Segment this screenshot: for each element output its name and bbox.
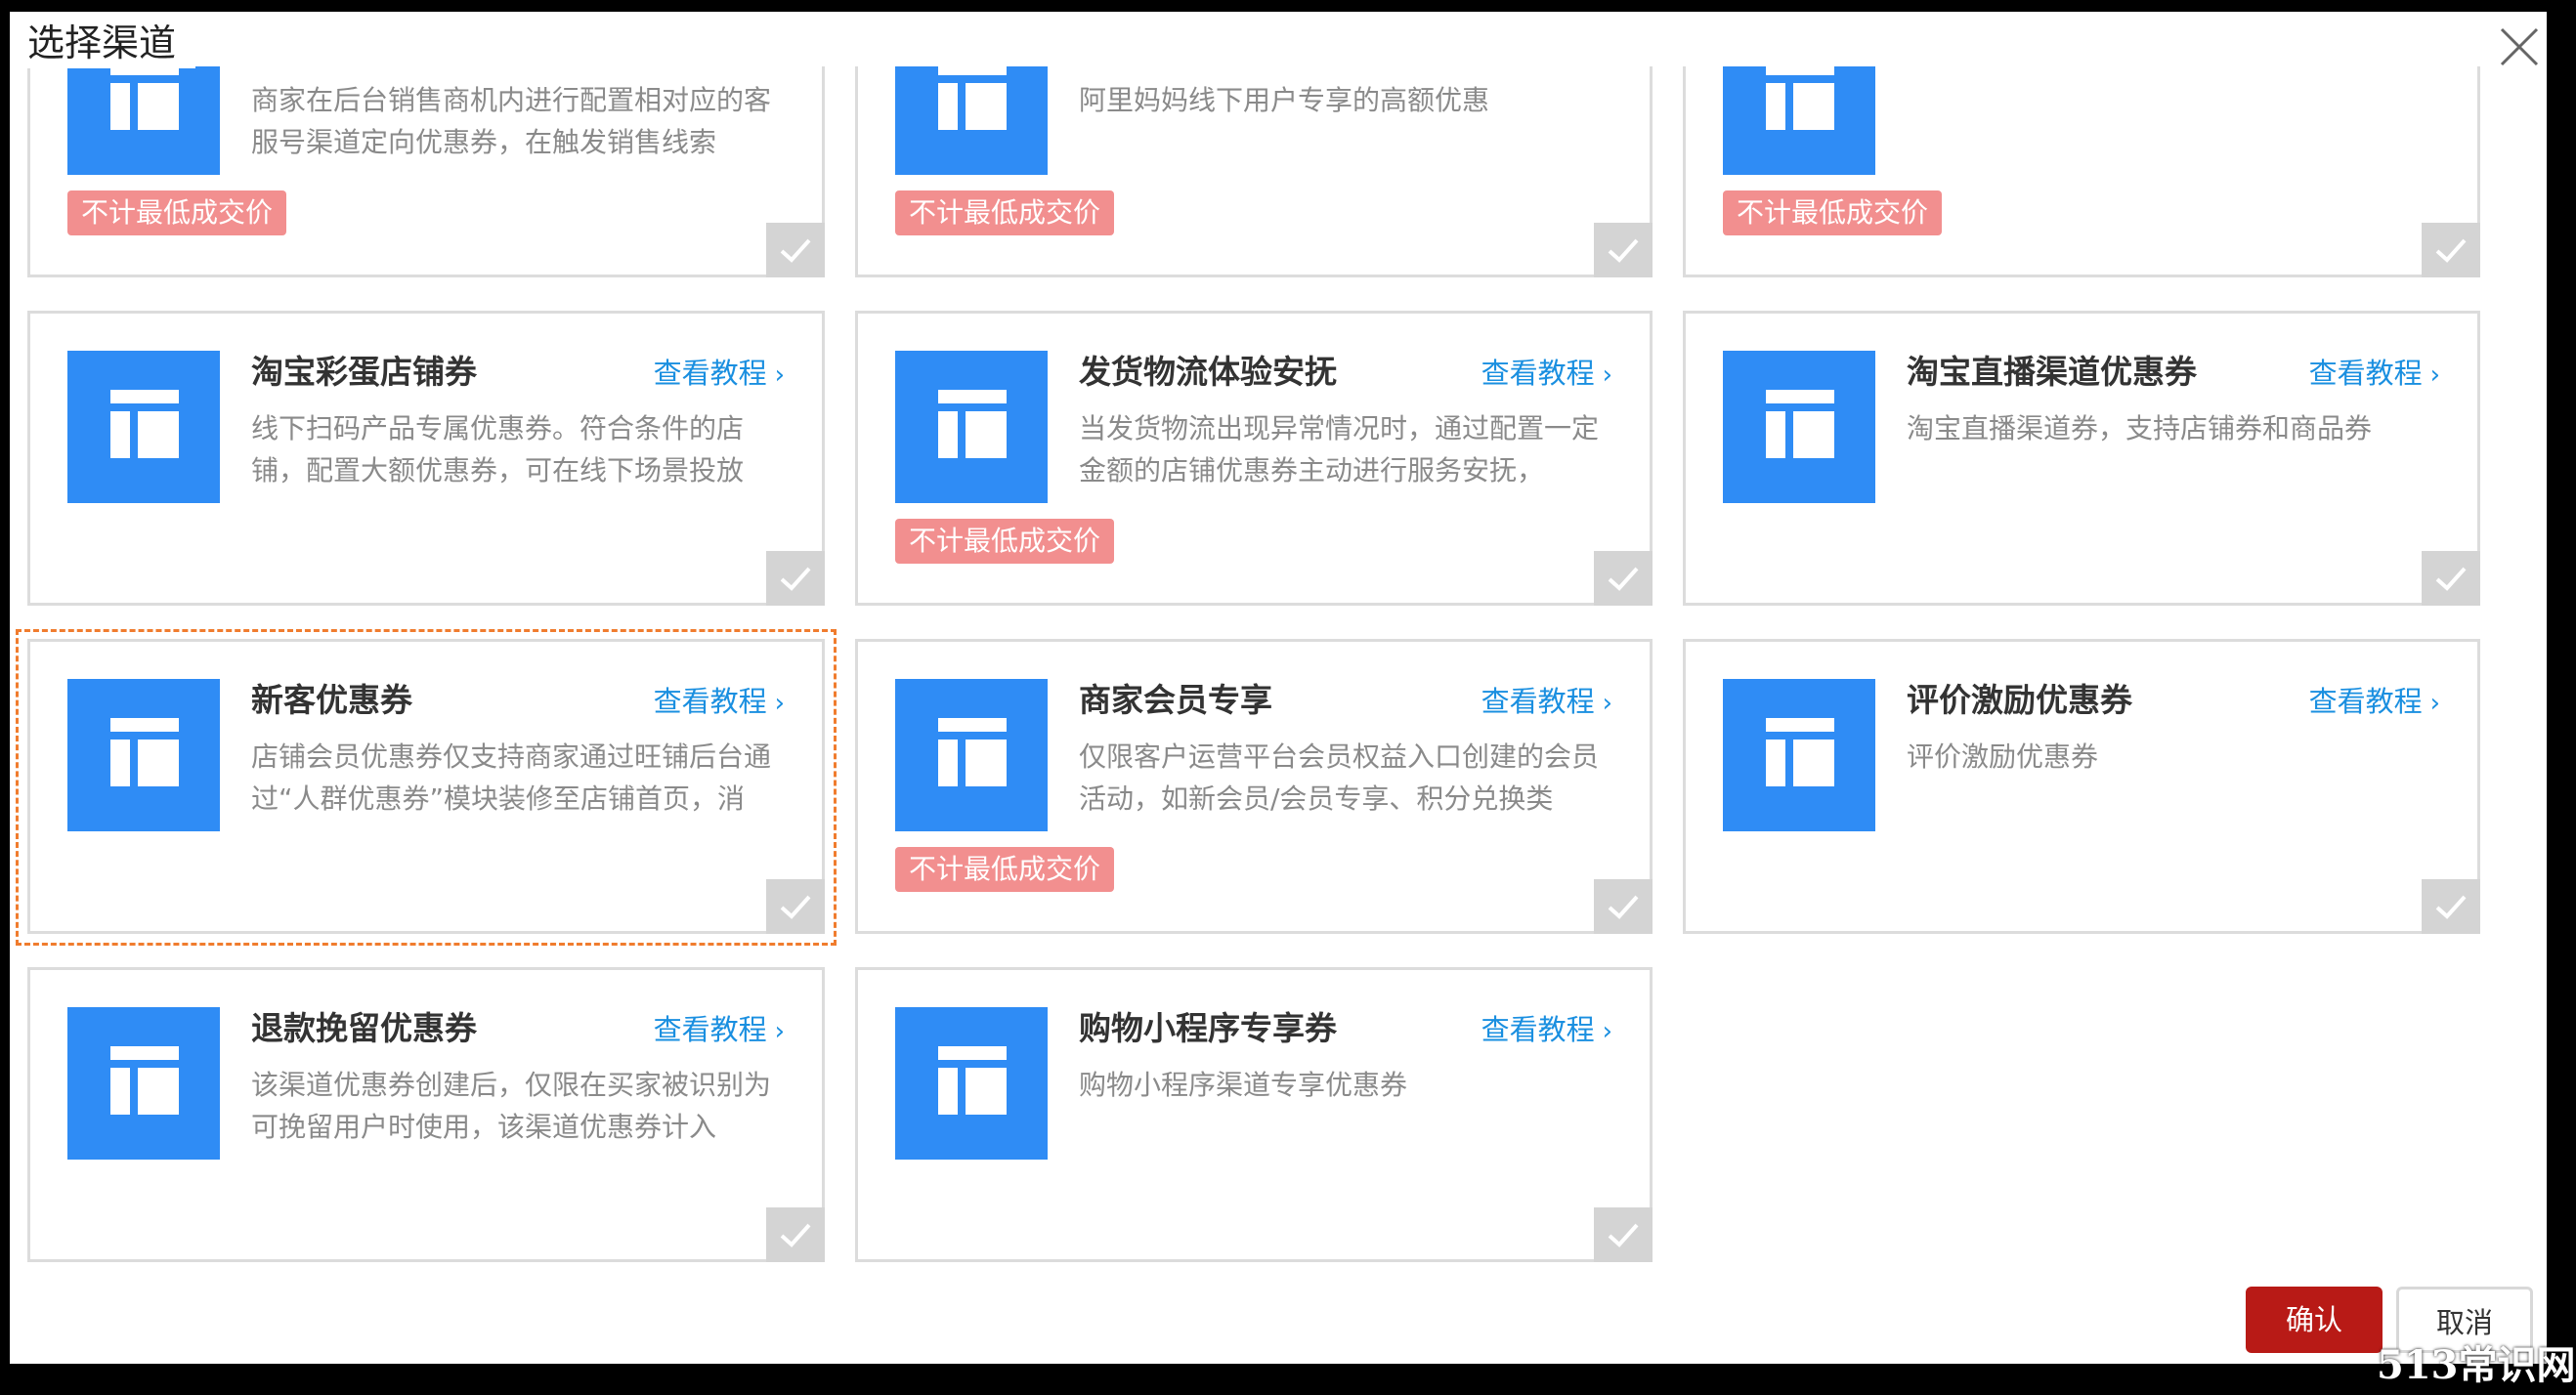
chevron-right-icon: › (774, 689, 785, 718)
channel-card[interactable]: 淘宝彩蛋店铺券 查看教程› 线下扫码产品专属优惠券。符合条件的店铺，配置大额优惠券，… (27, 311, 825, 606)
chevron-right-icon: › (2429, 689, 2440, 718)
no-min-price-badge: 不计最低成交价 (67, 190, 287, 235)
no-min-price-badge: 不计最低成交价 (1723, 190, 1943, 235)
channel-description: 评价激励优惠券 (1907, 740, 2099, 773)
channel-description: 该渠道优惠券创建后，仅限在买家被识别为可挽留用户时使用，该渠道优惠券计入 (251, 1069, 772, 1143)
channel-name: 淘宝彩蛋店铺券 (251, 353, 477, 391)
screen-border (0, 0, 2576, 12)
view-tutorial-link[interactable]: 查看教程› (654, 1009, 785, 1052)
view-tutorial-link[interactable]: 查看教程› (1481, 1009, 1612, 1052)
layout-template-icon (67, 66, 220, 175)
channel-card[interactable]: 购物小程序专享券 查看教程› 购物小程序渠道专享优惠券 (855, 967, 1653, 1262)
checkmark-icon[interactable] (1594, 223, 1653, 277)
checkmark-icon[interactable] (766, 1207, 825, 1262)
cancel-button[interactable]: 取消 (2396, 1287, 2533, 1353)
channel-description: 淘宝直播渠道券，支持店铺券和商品券 (1907, 412, 2373, 444)
select-channel-dialog: 选择渠道 商家在后台销售商机内进行配置相对应的客服号渠道定向优惠券，在触发销售线… (10, 12, 2547, 1364)
checkmark-icon[interactable] (766, 223, 825, 277)
view-tutorial-link[interactable]: 查看教程› (1481, 681, 1612, 724)
channel-grid: 商家在后台销售商机内进行配置相对应的客服号渠道定向优惠券，在触发销售线索不计最低… (10, 66, 2547, 1336)
channel-card[interactable]: 评价激励优惠券 查看教程› 评价激励优惠券 (1683, 639, 2480, 934)
view-tutorial-label: 查看教程 (653, 685, 767, 718)
checkmark-icon[interactable] (766, 551, 825, 606)
channel-name: 发货物流体验安抚 (1079, 353, 1337, 391)
checkmark-icon[interactable] (2422, 551, 2480, 606)
layout-template-icon (895, 66, 1048, 175)
channel-name: 评价激励优惠券 (1907, 681, 2132, 719)
channel-description: 阿里妈妈线下用户专享的高额优惠 (1079, 84, 1490, 116)
channel-card[interactable]: 不计最低成交价 (1683, 66, 2480, 277)
no-min-price-badge: 不计最低成交价 (895, 190, 1115, 235)
view-tutorial-label: 查看教程 (1481, 1013, 1595, 1046)
view-tutorial-link[interactable]: 查看教程› (2309, 681, 2440, 724)
channel-description: 商家在后台销售商机内进行配置相对应的客服号渠道定向优惠券，在触发销售线索 (251, 84, 772, 158)
view-tutorial-link[interactable]: 查看教程› (654, 353, 785, 396)
layout-template-icon (1723, 679, 1875, 831)
watermark: 513常识网 (2377, 1342, 2576, 1388)
channel-name: 购物小程序专享券 (1079, 1009, 1337, 1047)
close-icon[interactable] (2492, 20, 2547, 74)
layout-template-icon (67, 1007, 220, 1160)
channel-card[interactable]: 新客优惠券查看教程›店铺会员优惠券仅支持商家通过旺铺后台通过“人群优惠券”模块装… (27, 639, 825, 934)
chevron-right-icon: › (774, 360, 785, 390)
dialog-title: 选择渠道 (27, 18, 196, 68)
channel-description: 购物小程序渠道专享优惠券 (1079, 1069, 1408, 1101)
channel-card[interactable]: 发货物流体验安抚查看教程›当发货物流出现异常情况时，通过配置一定金额的店铺优惠券… (855, 311, 1653, 606)
no-min-price-badge: 不计最低成交价 (895, 847, 1115, 892)
layout-template-icon (895, 679, 1048, 831)
no-min-price-badge: 不计最低成交价 (895, 519, 1115, 564)
view-tutorial-label: 查看教程 (653, 1013, 767, 1046)
view-tutorial-label: 查看教程 (2308, 685, 2423, 718)
channel-name: 退款挽留优惠券 (251, 1009, 477, 1047)
layout-template-icon (67, 351, 220, 503)
view-tutorial-label: 查看教程 (653, 357, 767, 390)
checkmark-icon[interactable] (2422, 223, 2480, 277)
channel-name: 新客优惠券 (251, 681, 412, 719)
channel-description: 店铺会员优惠券仅支持商家通过旺铺后台通过“人群优惠券”模块装修至店铺首页，消 (251, 740, 772, 815)
confirm-button[interactable]: 确认 (2246, 1287, 2383, 1353)
channel-description: 当发货物流出现异常情况时，通过配置一定金额的店铺优惠券主动进行服务安抚， (1079, 412, 1600, 486)
channel-card[interactable]: 淘宝直播渠道优惠券 查看教程› 淘宝直播渠道券，支持店铺券和商品券 (1683, 311, 2480, 606)
checkmark-icon[interactable] (1594, 551, 1653, 606)
checkmark-icon[interactable] (766, 879, 825, 934)
view-tutorial-link[interactable]: 查看教程› (654, 681, 785, 724)
view-tutorial-label: 查看教程 (1481, 357, 1595, 390)
channel-card[interactable]: 商家在后台销售商机内进行配置相对应的客服号渠道定向优惠券，在触发销售线索不计最低… (27, 66, 825, 277)
channel-card[interactable]: 退款挽留优惠券查看教程›该渠道优惠券创建后，仅限在买家被识别为可挽留用户时使用，… (27, 967, 825, 1262)
layout-template-icon (67, 679, 220, 831)
checkmark-icon[interactable] (1594, 879, 1653, 934)
chevron-right-icon: › (2429, 360, 2440, 390)
chevron-right-icon: › (1602, 689, 1612, 718)
chevron-right-icon: › (1602, 1017, 1612, 1046)
layout-template-icon (1723, 351, 1875, 503)
layout-template-icon (895, 351, 1048, 503)
checkmark-icon[interactable] (1594, 1207, 1653, 1262)
channel-card[interactable]: 阿里妈妈线下用户专享的高额优惠不计最低成交价 (855, 66, 1653, 277)
chevron-right-icon: › (774, 1017, 785, 1046)
channel-description: 仅限客户运营平台会员权益入口创建的会员活动，如新会员/会员专享、积分兑换类 (1079, 740, 1600, 815)
checkmark-icon[interactable] (2422, 879, 2480, 934)
view-tutorial-link[interactable]: 查看教程› (1481, 353, 1612, 396)
layout-template-icon (895, 1007, 1048, 1160)
channel-card[interactable]: 商家会员专享查看教程›仅限客户运营平台会员权益入口创建的会员活动，如新会员/会员… (855, 639, 1653, 934)
view-tutorial-label: 查看教程 (2308, 357, 2423, 390)
channel-description: 线下扫码产品专属优惠券。符合条件的店铺，配置大额优惠券，可在线下场景投放 (251, 412, 745, 486)
layout-template-icon (1723, 66, 1875, 175)
channel-name: 淘宝直播渠道优惠券 (1907, 353, 2197, 391)
channel-name: 商家会员专享 (1079, 681, 1272, 719)
chevron-right-icon: › (1602, 360, 1612, 390)
view-tutorial-link[interactable]: 查看教程› (2309, 353, 2440, 396)
view-tutorial-label: 查看教程 (1481, 685, 1595, 718)
